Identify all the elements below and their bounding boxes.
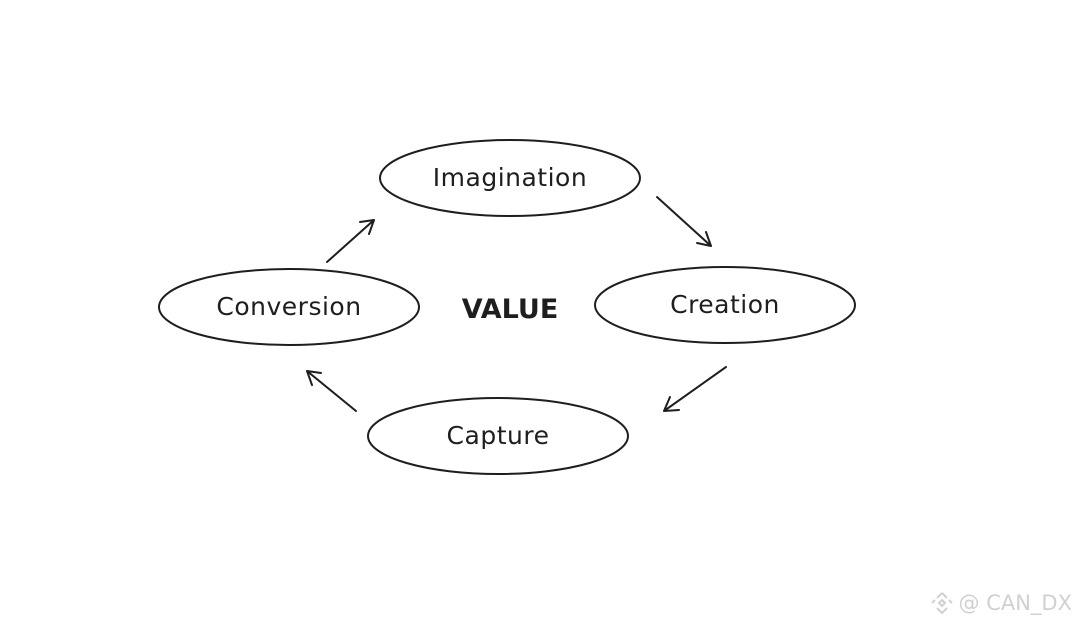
arrow-conversion-imagination	[326, 219, 375, 263]
node-label: Imagination	[433, 163, 587, 192]
node-label: Conversion	[216, 292, 361, 321]
binance-logo-icon	[930, 592, 953, 615]
watermark-text: @ CAN_DX	[958, 591, 1072, 615]
arrow-capture-conversion	[306, 370, 357, 412]
center-label: VALUE	[462, 294, 559, 325]
node-creation: Creation	[594, 266, 856, 344]
arrow-creation-capture	[663, 366, 727, 412]
node-label: Capture	[447, 421, 550, 450]
node-imagination: Imagination	[379, 139, 641, 217]
node-capture: Capture	[367, 397, 629, 475]
node-conversion: Conversion	[158, 268, 420, 346]
watermark: @ CAN_DX	[929, 590, 1072, 616]
arrow-imagination-creation	[656, 196, 712, 247]
node-label: Creation	[670, 290, 780, 319]
